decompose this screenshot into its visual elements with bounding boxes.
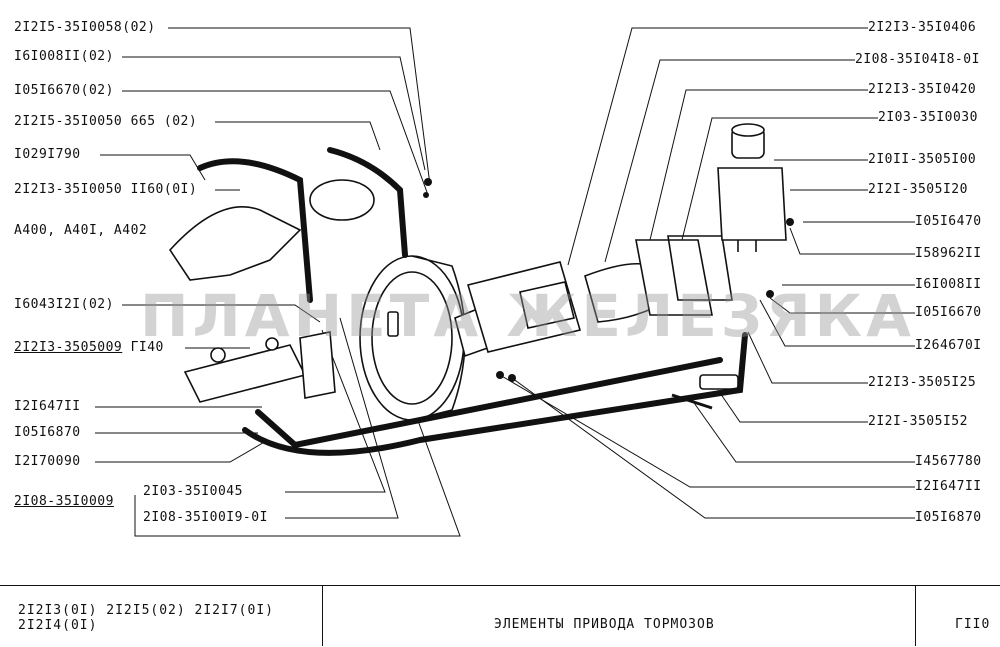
part-label: 2I2I-3505I20 <box>868 182 968 197</box>
leader-line <box>691 399 915 463</box>
brake-pipe-2 <box>255 357 723 449</box>
nut <box>766 290 774 298</box>
leader-line <box>747 331 868 384</box>
part-label: I2I70090 <box>14 454 81 469</box>
assembly-code: 2I2I3-3505009 <box>14 340 123 355</box>
reservoir-cap-top <box>731 123 765 137</box>
part-label: 2I08-35I04I8-0I <box>855 52 980 67</box>
leader-line <box>168 27 431 186</box>
assembly-suffix: ГI40 <box>122 340 164 355</box>
leader-line <box>769 297 915 314</box>
part-label: 2I0II-3505I00 <box>868 152 977 167</box>
leader-line <box>717 389 868 423</box>
leader-line <box>681 117 878 241</box>
leader-line <box>285 317 399 519</box>
leader-line <box>649 89 868 241</box>
nut <box>786 218 794 226</box>
part-label: 2I03-35I0045 <box>143 484 243 499</box>
leader-line <box>134 329 461 537</box>
brake-pipe <box>242 332 748 456</box>
part-label: 2I08-35I00I9-0I <box>143 510 268 525</box>
part-label: I6043I2I(02) <box>14 297 114 312</box>
leader-line <box>122 90 429 196</box>
title-block <box>0 585 1000 647</box>
watermark: ПЛАНЕТА ЖЕЛЕЗЯКА <box>140 282 915 350</box>
model-codes: 2I2I4(0I) <box>18 618 98 633</box>
nut <box>496 371 504 379</box>
leader-line <box>122 56 426 171</box>
model-codes: 2I2I3(0I) 2I2I5(02) 2I2I7(0I) <box>18 603 274 618</box>
booster-inner-ring <box>371 271 453 405</box>
bracket-window <box>519 281 575 329</box>
leader-line <box>759 299 915 347</box>
cylinder-port-2 <box>265 337 279 351</box>
part-label: I029I790 <box>14 147 81 162</box>
leader-line <box>100 154 206 181</box>
vacuum-hose <box>197 158 313 303</box>
gasket-plate-2 <box>667 235 733 301</box>
cylinder-port <box>210 347 226 363</box>
brake-fluid-reservoir <box>717 167 787 241</box>
part-label: I2I647II <box>915 479 982 494</box>
title-block-divider <box>322 585 323 646</box>
part-label: I58962II <box>915 246 982 261</box>
part-label: 2I03-35I0030 <box>878 110 978 125</box>
intake-manifold <box>168 206 302 281</box>
vacuum-hose-2 <box>327 147 408 258</box>
part-label: I2I647II <box>14 399 81 414</box>
page-title: ЭЛЕМЕНТЫ ПРИВОДА ТОРМОЗОВ <box>494 617 715 632</box>
title-block-divider <box>915 585 916 646</box>
leader-line <box>499 374 915 488</box>
booster-stud <box>387 311 399 337</box>
part-label: 2I2I-3505I52 <box>868 414 968 429</box>
part-label: 2I2I5-35I0058(02) <box>14 20 156 35</box>
part-label: I6I008II <box>915 277 982 292</box>
nut <box>424 178 432 186</box>
leader-line <box>285 329 386 493</box>
washer <box>423 192 429 198</box>
leader-line <box>789 227 915 255</box>
assembly-label: 2I08-35I0009 <box>14 495 114 509</box>
part-label: I264670I <box>915 338 982 353</box>
part-label: 2I2I3-35I0050 II60(0I) <box>14 182 198 197</box>
part-label: I05I6870 <box>14 425 81 440</box>
assembly-code: 2I08-35I0009 <box>14 494 114 509</box>
part-label: I05I6670(02) <box>14 83 114 98</box>
leader-line <box>511 377 915 519</box>
part-label: 2I2I5-35I0050 665 (02) <box>14 114 198 129</box>
nut <box>508 374 516 382</box>
part-label: I4567780 <box>915 454 982 469</box>
leader-line <box>215 121 381 151</box>
master-cylinder <box>183 344 307 403</box>
part-label: I05I6870 <box>915 510 982 525</box>
part-label: I6I008II(02) <box>14 49 114 64</box>
leader-line <box>95 439 269 463</box>
part-label: A400, A40I, A402 <box>14 223 148 238</box>
leader-line <box>604 59 855 263</box>
vacuum-check-valve <box>309 179 375 221</box>
cylinder-flange <box>299 331 336 399</box>
part-label: I05I6470 <box>915 214 982 229</box>
leader-line <box>122 304 321 323</box>
assembly-label: 2I2I3-3505009 ГI40 <box>14 341 164 355</box>
leader-line <box>567 27 868 266</box>
clamp-block <box>699 374 739 390</box>
part-label: 2I2I3-35I0406 <box>868 20 977 35</box>
sheet-number: ГII0 <box>955 617 991 632</box>
part-label: I05I6670 <box>915 305 982 320</box>
part-label: 2I2I3-3505I25 <box>868 375 977 390</box>
part-label: 2I2I3-35I0420 <box>868 82 977 97</box>
